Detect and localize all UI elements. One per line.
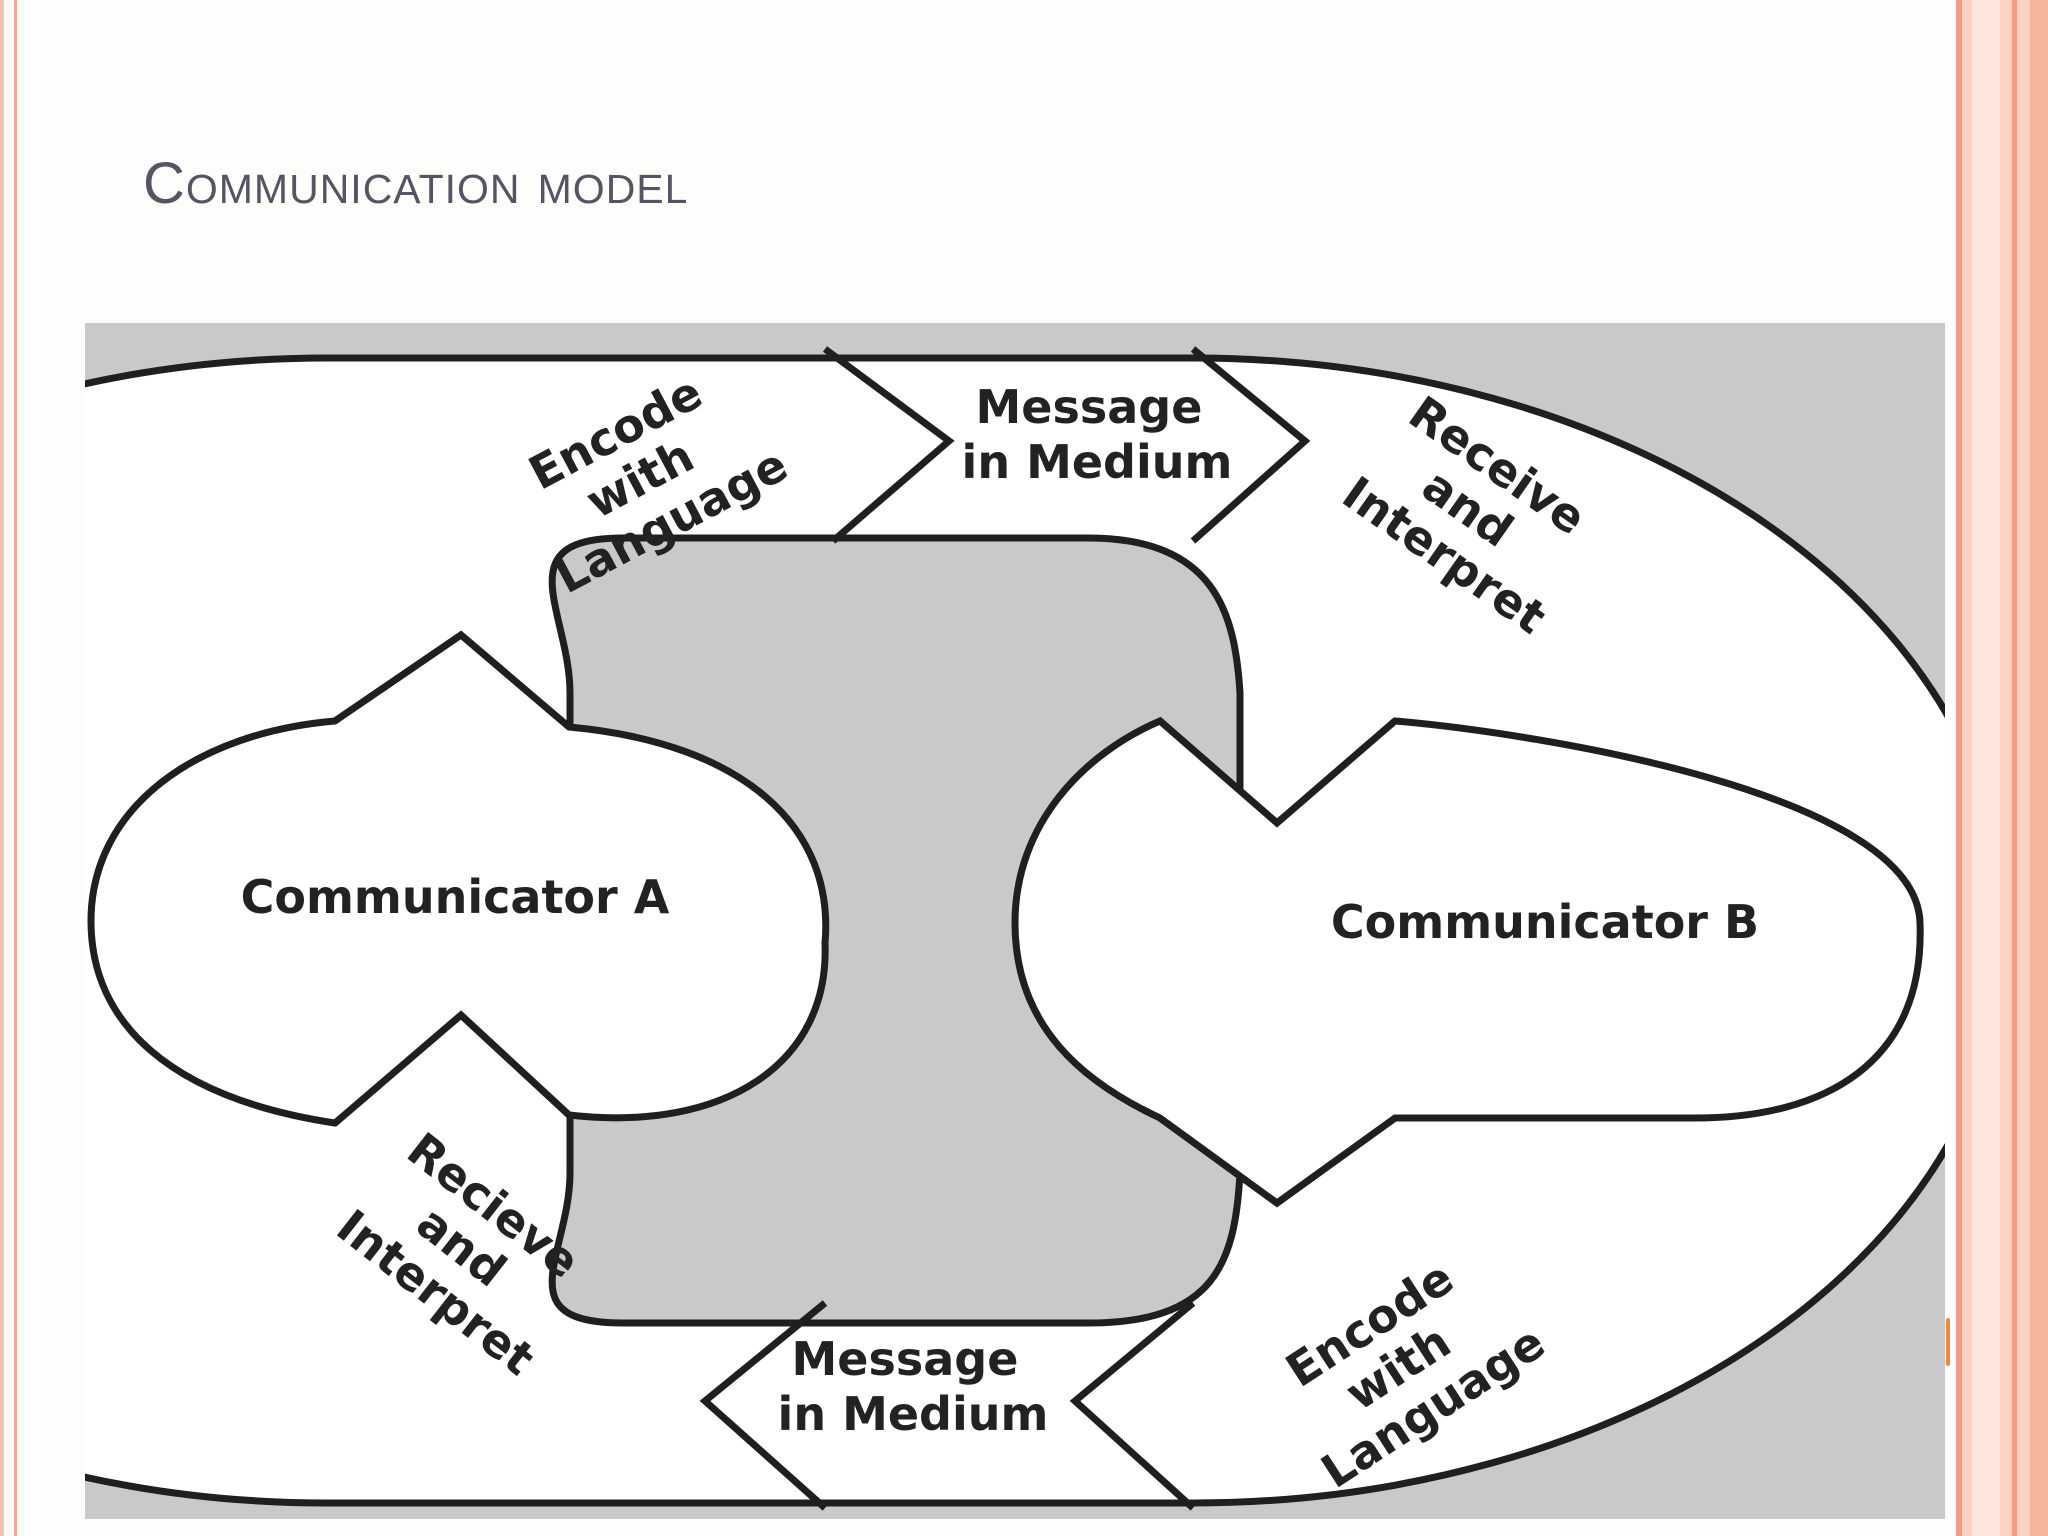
communicator-b-shape bbox=[1011, 716, 1924, 1208]
left-border-decoration bbox=[0, 0, 4, 1536]
chevron-bottom-right bbox=[1069, 1300, 1196, 1511]
bottom-message-label: Message in Medium bbox=[778, 1332, 1049, 1441]
accent-mark bbox=[1946, 1318, 1950, 1366]
ring-shape bbox=[85, 354, 1945, 1507]
communicator-b-label: Communicator B bbox=[1331, 895, 1759, 949]
communication-model-diagram: Encode with Language Message in Medium R… bbox=[85, 323, 1945, 1519]
chevron-top-left bbox=[822, 346, 955, 544]
right-frame-decoration bbox=[1956, 0, 2048, 1536]
left-border-line bbox=[14, 0, 17, 1536]
slide-title: Communication model bbox=[143, 151, 689, 216]
top-message-label: Message in Medium bbox=[962, 380, 1233, 489]
chevron-bottom-left bbox=[699, 1300, 828, 1511]
chevron-top-right bbox=[1190, 346, 1311, 544]
communicator-a-label: Communicator A bbox=[241, 870, 670, 924]
communicator-a-shape bbox=[87, 630, 830, 1127]
